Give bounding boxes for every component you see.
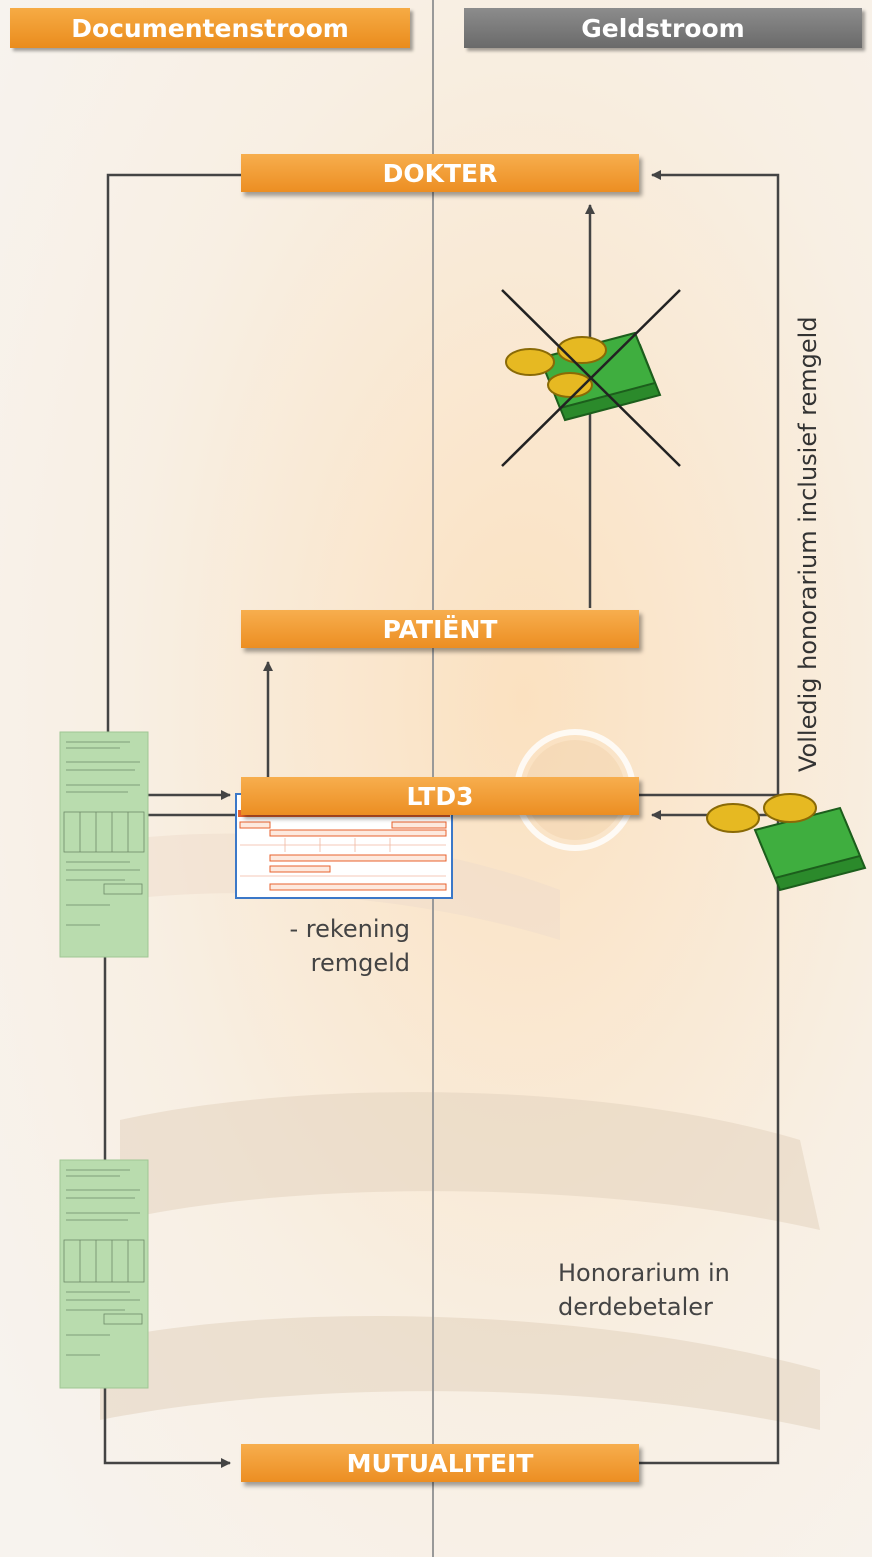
document-flow-header: Documentenstroom [10,8,410,48]
ltd3-to-mutualiteit-connector [103,813,241,1468]
cross-line-2 [501,289,681,467]
green-certificate-form-lower [59,1159,149,1389]
right-outer-connector [639,170,780,797]
node-mutualiteit: MUTUALITEIT [241,1444,639,1482]
remgeld-label-line2: remgeld [310,949,410,977]
money-icon [706,793,867,892]
remgeld-label-line1: - rekening [289,915,410,943]
left-outer-connector [106,173,241,800]
node-patient: PATIËNT [241,610,639,648]
mutualiteit-to-ltd3-connector [639,810,780,1465]
money-icon-crossed [505,331,662,422]
node-dokter: DOKTER [241,154,639,192]
remgeld-label: - rekening remgeld [278,912,410,980]
full-fee-label: Volledig honorarium inclusief remgeld [794,316,822,772]
green-certificate-form-upper [59,731,149,958]
third-party-label: Honorarium in derdebetaler [558,1256,758,1324]
money-flow-header: Geldstroom [464,8,862,48]
third-party-label-line1: Honorarium in [558,1259,730,1287]
third-party-label-line2: derdebetaler [558,1293,713,1321]
node-ltd3: LTD3 [241,777,639,815]
